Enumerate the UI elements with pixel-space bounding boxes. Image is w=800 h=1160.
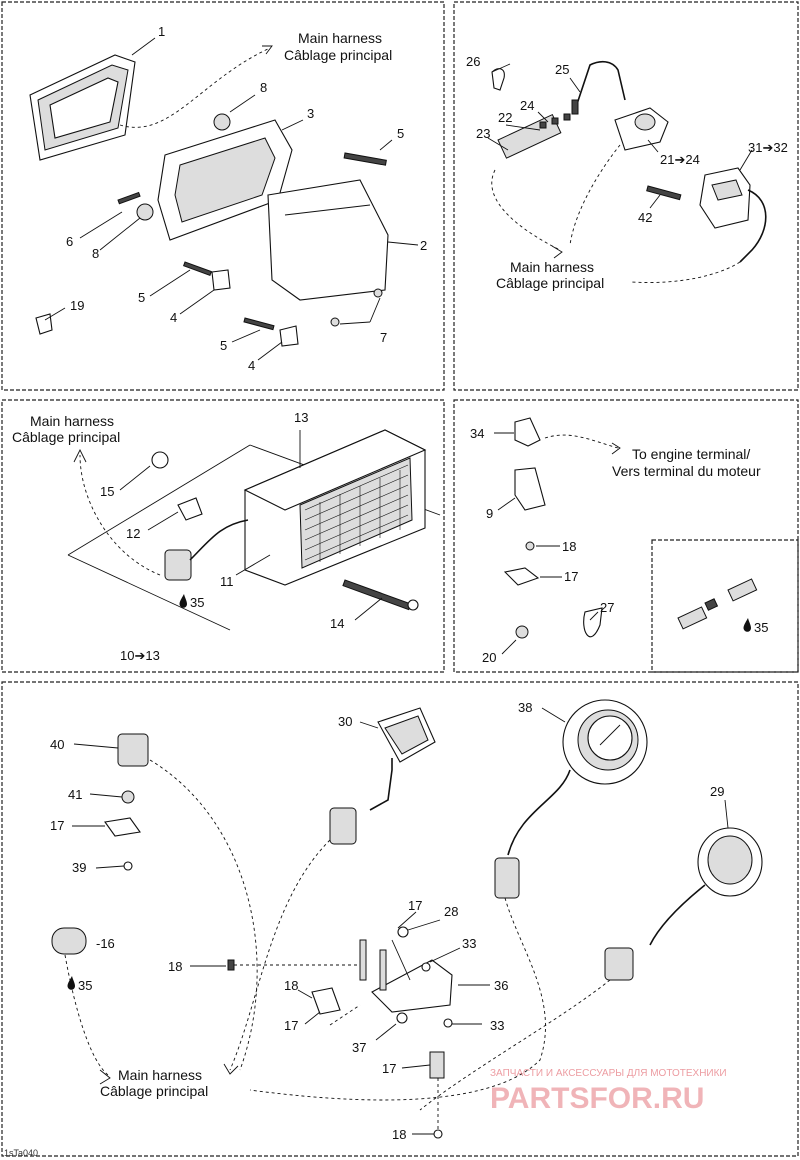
watermark-logo: PARTSFOR.RU xyxy=(490,1082,704,1115)
callout-25: 25 xyxy=(555,62,569,77)
callout-1: 1 xyxy=(158,24,165,39)
callout-16: -16 xyxy=(96,936,115,951)
taillight-assembly xyxy=(67,429,441,631)
panel2-callouts: 26 25 24 22 23 21➔24 31➔32 42 Main harne… xyxy=(466,54,788,291)
engine-terminal-label-a: To engine terminal/ xyxy=(632,446,750,462)
callout-15: 15 xyxy=(100,484,114,499)
callout-5-low: 5 xyxy=(220,338,227,353)
watermark-tagline: ЗАПЧАСТИ И АКСЕССУАРЫ ДЛЯ МОТОТЕХНИКИ xyxy=(490,1068,727,1079)
panel1-callouts: 1 8 3 5 2 6 8 5 4 5 4 7 19 Main harness … xyxy=(66,24,427,373)
callout-6: 6 xyxy=(66,234,73,249)
callout-23: 23 xyxy=(476,126,490,141)
callout-33-low: 33 xyxy=(490,1018,504,1033)
callout-13: 13 xyxy=(294,410,308,425)
callout-2: 2 xyxy=(420,238,427,253)
callout-18-gauge-mid: 18 xyxy=(284,978,298,993)
main-harness-label-3a: Main harness xyxy=(30,413,114,429)
main-harness-label-1b: Câblage principal xyxy=(284,47,392,63)
callout-5-top: 5 xyxy=(397,126,404,141)
callout-5-mid: 5 xyxy=(138,290,145,305)
main-harness-label-1a: Main harness xyxy=(298,30,382,46)
callout-42: 42 xyxy=(638,210,652,225)
callout-17-gauge-mid: 17 xyxy=(284,1018,298,1033)
callout-3: 3 xyxy=(307,106,314,121)
main-harness-label-5b: Câblage principal xyxy=(100,1083,208,1099)
main-harness-label-2b: Câblage principal xyxy=(496,275,604,291)
callout-29: 29 xyxy=(710,784,724,799)
callout-21-24: 21➔24 xyxy=(660,152,700,167)
callout-38: 38 xyxy=(518,700,532,715)
callout-35-detail: 35 xyxy=(754,620,768,635)
callout-18-gauge-left: 18 xyxy=(168,959,182,974)
callout-17-terminal: 17 xyxy=(564,569,578,584)
switch-harness-assembly xyxy=(487,60,767,283)
callout-17-gauge-top: 17 xyxy=(408,898,422,913)
panel4-callouts: 34 To engine terminal/ Vers terminal du … xyxy=(470,426,768,665)
panel-headlight xyxy=(1,1,445,391)
callout-39: 39 xyxy=(72,860,86,875)
callout-18-terminal: 18 xyxy=(562,539,576,554)
panel-connector-detail xyxy=(651,539,799,673)
callout-22: 22 xyxy=(498,110,512,125)
figure-code: 1sTa040 xyxy=(4,1148,38,1158)
callout-12: 12 xyxy=(126,526,140,541)
callout-18-gauge-low: 18 xyxy=(392,1127,406,1142)
main-harness-label-3b: Câblage principal xyxy=(12,429,120,445)
callout-30: 30 xyxy=(338,714,352,729)
callout-26: 26 xyxy=(466,54,480,69)
callout-33-top: 33 xyxy=(462,936,476,951)
callout-40: 40 xyxy=(50,737,64,752)
sealant-drop-icon-detail xyxy=(743,618,751,632)
callout-10-13: 10➔13 xyxy=(120,648,160,663)
callout-11: 11 xyxy=(220,574,234,589)
callout-35-taillight: 35 xyxy=(190,595,204,610)
callout-8-top: 8 xyxy=(260,80,267,95)
callout-7: 7 xyxy=(380,330,387,345)
callout-24: 24 xyxy=(520,98,534,113)
callout-14: 14 xyxy=(330,616,344,631)
callout-41: 41 xyxy=(68,787,82,802)
callout-8-left: 8 xyxy=(92,246,99,261)
engine-terminal-label-b: Vers terminal du moteur xyxy=(612,463,761,479)
headlight-assembly xyxy=(29,37,419,361)
sealant-drop-icon xyxy=(179,594,187,608)
panel-gauges xyxy=(1,681,799,1157)
callout-19: 19 xyxy=(70,298,84,313)
callout-31-32: 31➔32 xyxy=(748,140,788,155)
callout-27: 27 xyxy=(600,600,614,615)
callout-36: 36 xyxy=(494,978,508,993)
callout-20: 20 xyxy=(482,650,496,665)
callout-34: 34 xyxy=(470,426,484,441)
panel-engine-terminal xyxy=(453,399,799,673)
callout-37: 37 xyxy=(352,1040,366,1055)
sealant-drop-icon-bulb xyxy=(67,976,75,990)
gauges-assembly xyxy=(51,699,763,1139)
callout-28: 28 xyxy=(444,904,458,919)
panel-taillight xyxy=(1,399,445,673)
callout-9: 9 xyxy=(486,506,493,521)
panel-switch-harness xyxy=(453,1,799,391)
callout-17-gauge-low: 17 xyxy=(382,1061,396,1076)
callout-35-bulb: 35 xyxy=(78,978,92,993)
main-harness-label-5a: Main harness xyxy=(118,1067,202,1083)
panel5-callouts: 40 30 38 41 17 29 39 17 28 -16 33 18 36 … xyxy=(50,700,724,1142)
callout-17-gauge-left: 17 xyxy=(50,818,64,833)
main-harness-label-2a: Main harness xyxy=(510,259,594,275)
callout-4-low: 4 xyxy=(248,358,255,373)
panel3-callouts: Main harness Câblage principal 13 15 12 … xyxy=(12,410,344,663)
callout-4-mid: 4 xyxy=(170,310,177,325)
engine-terminal-assembly xyxy=(494,417,758,655)
